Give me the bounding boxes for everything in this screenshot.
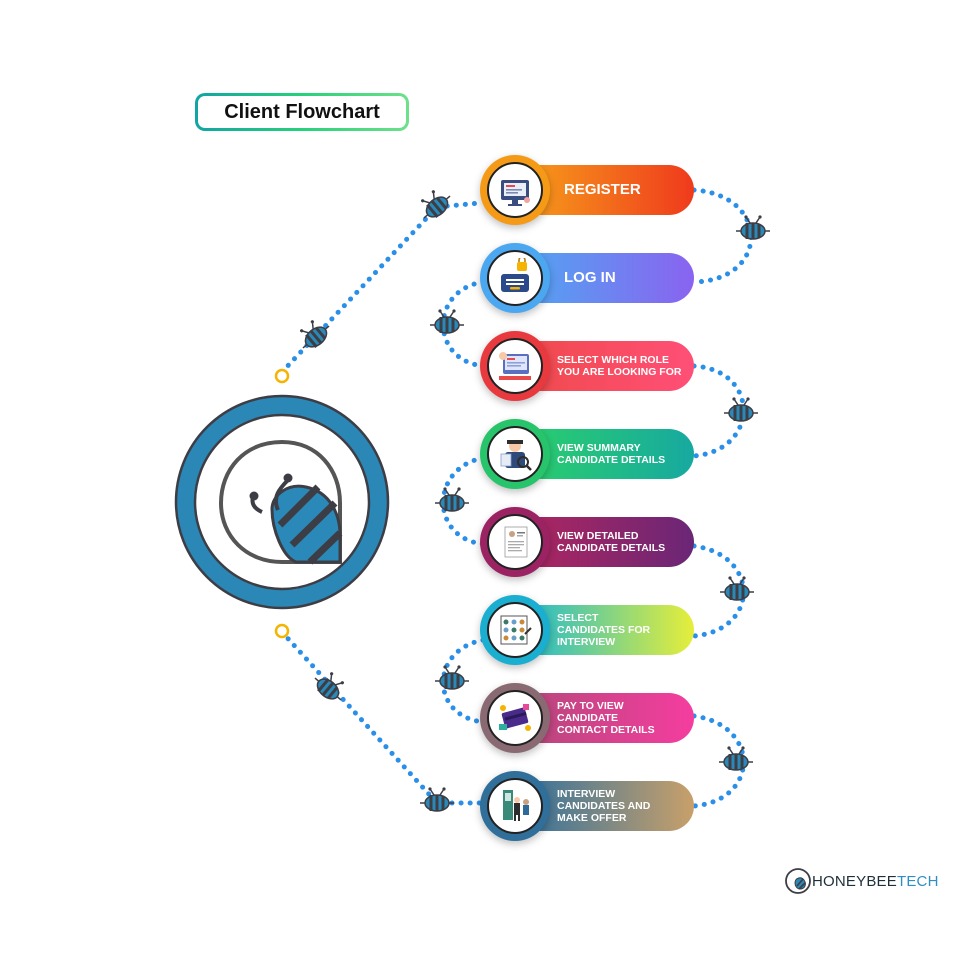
- step-icon-frame: [487, 778, 543, 834]
- bee-mini-icon: [717, 744, 755, 772]
- candidate-grid-icon: [500, 615, 532, 645]
- flow-step: INTERVIEW CANDIDATES AND MAKE OFFER: [480, 771, 696, 841]
- step-icon-ring: [480, 243, 550, 313]
- payment-card-icon: [499, 704, 531, 731]
- step-icon-ring: [480, 771, 550, 841]
- flow-step: PAY TO VIEW CANDIDATE CONTACT DETAILS: [480, 683, 696, 753]
- step-label: SELECT CANDIDATES FOR INTERVIEW: [557, 611, 651, 649]
- flow-step: VIEW SUMMARY CANDIDATE DETAILS: [480, 419, 696, 489]
- flow-step: REGISTER: [480, 155, 696, 225]
- candidate-magnifier-icon: [500, 440, 532, 471]
- flow-step: SELECT CANDIDATES FOR INTERVIEW: [480, 595, 696, 665]
- interview-people-icon: [503, 790, 529, 821]
- step-icon-frame: [487, 250, 543, 306]
- step-icon-ring: [480, 595, 550, 665]
- flow-step: LOG IN: [480, 243, 696, 313]
- bee-mini-icon: [291, 312, 336, 356]
- page-title: Client Flowchart: [224, 100, 380, 123]
- step-icon-ring: [480, 155, 550, 225]
- step-icon-frame: [487, 162, 543, 218]
- brand-name-part2: TECH: [896, 872, 939, 890]
- step-icon-ring: [480, 507, 550, 577]
- central-hub: [174, 394, 390, 610]
- step-icon-frame: [487, 514, 543, 570]
- step-icon-ring: [480, 683, 550, 753]
- bee-mini-icon: [412, 182, 457, 226]
- honeybee-logo-icon: [218, 439, 343, 565]
- step-icon-ring: [480, 419, 550, 489]
- padlock-login-icon: [501, 258, 529, 292]
- flow-step: VIEW DETAILED CANDIDATE DETAILS: [480, 507, 696, 577]
- node-circle-bottom: [274, 623, 290, 639]
- role-selection-icon: [499, 352, 531, 380]
- step-icon-frame: [487, 690, 543, 746]
- node-circle-top: [274, 368, 290, 384]
- step-label: PAY TO VIEW CANDIDATE CONTACT DETAILS: [557, 699, 655, 737]
- title-box: Client Flowchart: [195, 93, 409, 131]
- step-label: REGISTER: [564, 181, 641, 199]
- computer-register-icon: [501, 180, 530, 206]
- step-icon-frame: [487, 426, 543, 482]
- bee-mini-icon: [428, 307, 466, 335]
- step-label: LOG IN: [564, 269, 616, 287]
- bee-mini-icon: [433, 485, 471, 513]
- bee-mini-icon: [734, 213, 772, 241]
- bee-mini-icon: [433, 663, 471, 691]
- bee-mini-icon: [418, 785, 456, 813]
- flow-step: SELECT WHICH ROLE YOU ARE LOOKING FOR: [480, 331, 696, 401]
- brand-bee-icon: [785, 868, 811, 894]
- step-icon-frame: [487, 338, 543, 394]
- step-label: VIEW SUMMARY CANDIDATE DETAILS: [557, 441, 666, 466]
- step-label: VIEW DETAILED CANDIDATE DETAILS: [557, 529, 666, 554]
- bee-mini-icon: [718, 574, 756, 602]
- brand-name-part1: HONEYBEE: [812, 872, 897, 890]
- step-label: INTERVIEW CANDIDATES AND MAKE OFFER: [557, 787, 651, 825]
- resume-document-icon: [504, 526, 528, 558]
- step-label: SELECT WHICH ROLE YOU ARE LOOKING FOR: [557, 353, 682, 378]
- step-icon-frame: [487, 602, 543, 658]
- step-icon-ring: [480, 331, 550, 401]
